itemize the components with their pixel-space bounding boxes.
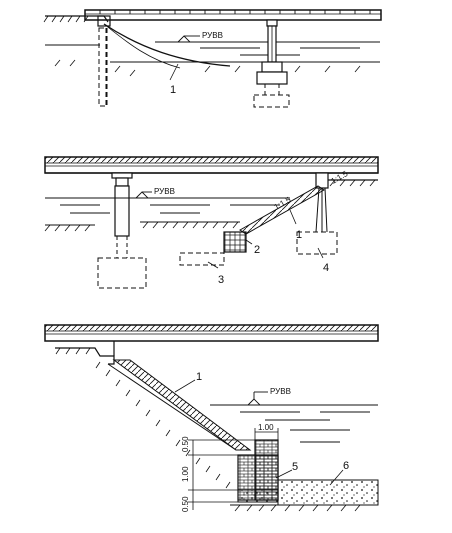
slope-protection-3 <box>112 359 252 451</box>
callout-2-3: 3 <box>218 274 224 286</box>
foundation-bedding-3 <box>237 489 279 503</box>
dimension-left-3-3: 0.50 <box>181 496 190 512</box>
dimension-left-1-3: 0.50 <box>181 436 190 452</box>
diagram-2: 1:1.5 1:1.5 РУВВ 1 2 3 4 <box>44 156 379 289</box>
rock-layer-2 <box>179 252 225 266</box>
callout-3-1: 1 <box>196 371 202 383</box>
gravel-fill-3 <box>277 479 379 506</box>
bridge-deck-3 <box>44 324 379 342</box>
callout-leader-2-1 <box>289 209 297 225</box>
callout-2-4: 4 <box>323 262 329 274</box>
water-level-label-1: РУВВ <box>202 31 223 40</box>
bank-hatch-2 <box>329 179 376 187</box>
callout-3-5: 5 <box>292 461 298 473</box>
dimension-top-3: 1.00 <box>258 423 274 432</box>
callout-1-1: 1 <box>170 84 176 96</box>
abutment-piles-1 <box>98 27 108 107</box>
callout-leader-3-5 <box>275 469 293 479</box>
water-level-marker-2: РУВВ <box>134 187 175 199</box>
pier-1 <box>253 19 290 108</box>
dimension-left-2-3: 1.00 <box>181 466 190 482</box>
callout-leader-1-1 <box>169 63 179 81</box>
diagram-3: 1.00 0.50 1.00 0.50 РУВВ 1 5 6 <box>44 324 379 512</box>
water-lines-2 <box>45 197 290 214</box>
slope-protection-1 <box>103 23 231 67</box>
water-level-label-3: РУВВ <box>270 387 291 396</box>
ground-hatch-1 <box>43 15 89 23</box>
slope-protection-2 <box>239 185 325 235</box>
water-level-marker-1: РУВВ <box>176 31 223 43</box>
gabion-block-2 <box>223 231 247 253</box>
callout-leader-2-2 <box>245 239 253 245</box>
callout-leader-3-1 <box>174 379 196 393</box>
slope-line-1 <box>103 23 181 69</box>
embankment-3 <box>55 341 231 489</box>
bridge-deck-1 <box>84 9 382 21</box>
callout-2-2: 2 <box>254 244 260 256</box>
callout-leader-3-6 <box>329 469 344 486</box>
ground-base-hatch-3 <box>234 504 361 512</box>
callout-2-1: 1 <box>296 229 302 241</box>
diagram-1: РУВВ 1 <box>43 9 382 108</box>
callout-leader-2-3 <box>207 261 219 269</box>
water-level-label-2: РУВВ <box>154 187 175 196</box>
dimension-lines-3 <box>188 428 279 510</box>
riverbed-hatch-2 <box>44 221 239 232</box>
bridge-deck-2 <box>44 156 379 174</box>
water-lines-3 <box>210 404 378 443</box>
slope-base-3 <box>107 363 237 451</box>
water-level-marker-3: РУВВ <box>246 387 291 406</box>
riverbed-hatch-1 <box>54 59 361 77</box>
abutment-1 <box>97 15 111 27</box>
slope-label-2-2: 1:1.5 <box>330 169 350 186</box>
pier-2 <box>97 172 147 289</box>
callout-leader-2-4 <box>317 247 324 259</box>
callout-3-6: 6 <box>343 460 349 472</box>
abutment-2 <box>296 172 378 255</box>
